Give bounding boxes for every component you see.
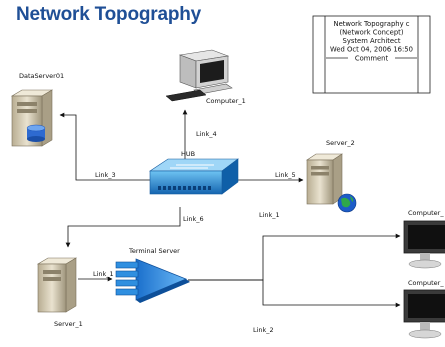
computer-top-node: Computer_ [403,209,445,269]
terminal-server-label: Terminal Server [128,247,180,255]
link-5-label: Link_5 [275,171,296,179]
link-labels: Link_3 Link_4 Link_5 Link_6 Link_1 Link_… [93,130,296,334]
title-block-line-3: System Architect [343,37,401,45]
link-2-label: Link_2 [253,326,274,334]
link-2-line [188,279,401,308]
computer-1-node: Computer_1 [165,49,246,105]
title-block-line-4: Wed Oct 04, 2006 16:50 [330,46,413,54]
terminal-server-node: Terminal Server [115,247,190,303]
computer-bottom-label: Computer_ [408,279,444,287]
server-2-label: Server_2 [326,139,355,147]
title-block-comment: Comment [355,55,389,63]
title-block: Network Topography c (Network Concept) S… [312,15,431,94]
computer-1-label: Computer_1 [206,97,246,105]
computer-top-label: Computer_ [408,209,444,217]
diagram-title: Network Topography [16,4,201,25]
link-4-label: Link_4 [196,130,217,138]
dataserver01-node: DataServer01 [10,72,64,147]
link-3-line [59,112,150,181]
link-6-label: Link_6 [183,215,204,223]
link-3-label: Link_3 [95,171,116,179]
server-1-node: Server_1 [36,257,83,328]
server-1-label: Server_1 [54,320,83,328]
server-2-node: Server_2 [306,139,357,213]
link-6-line [65,207,181,248]
title-block-line-2: (Network Concept) [340,29,404,37]
title-block-line-1: Network Topography c [334,20,410,28]
terminal-to-computer-top-line [188,233,401,281]
dataserver01-label: DataServer01 [19,72,64,80]
computer-bottom-node: Computer_ [403,279,445,339]
connections [59,109,401,308]
link-1-label-upper: Link_1 [259,211,280,219]
link-1-label-lower: Link_1 [93,270,114,278]
hub-label: HUB [181,150,195,158]
hub-node: HUB [149,150,239,195]
